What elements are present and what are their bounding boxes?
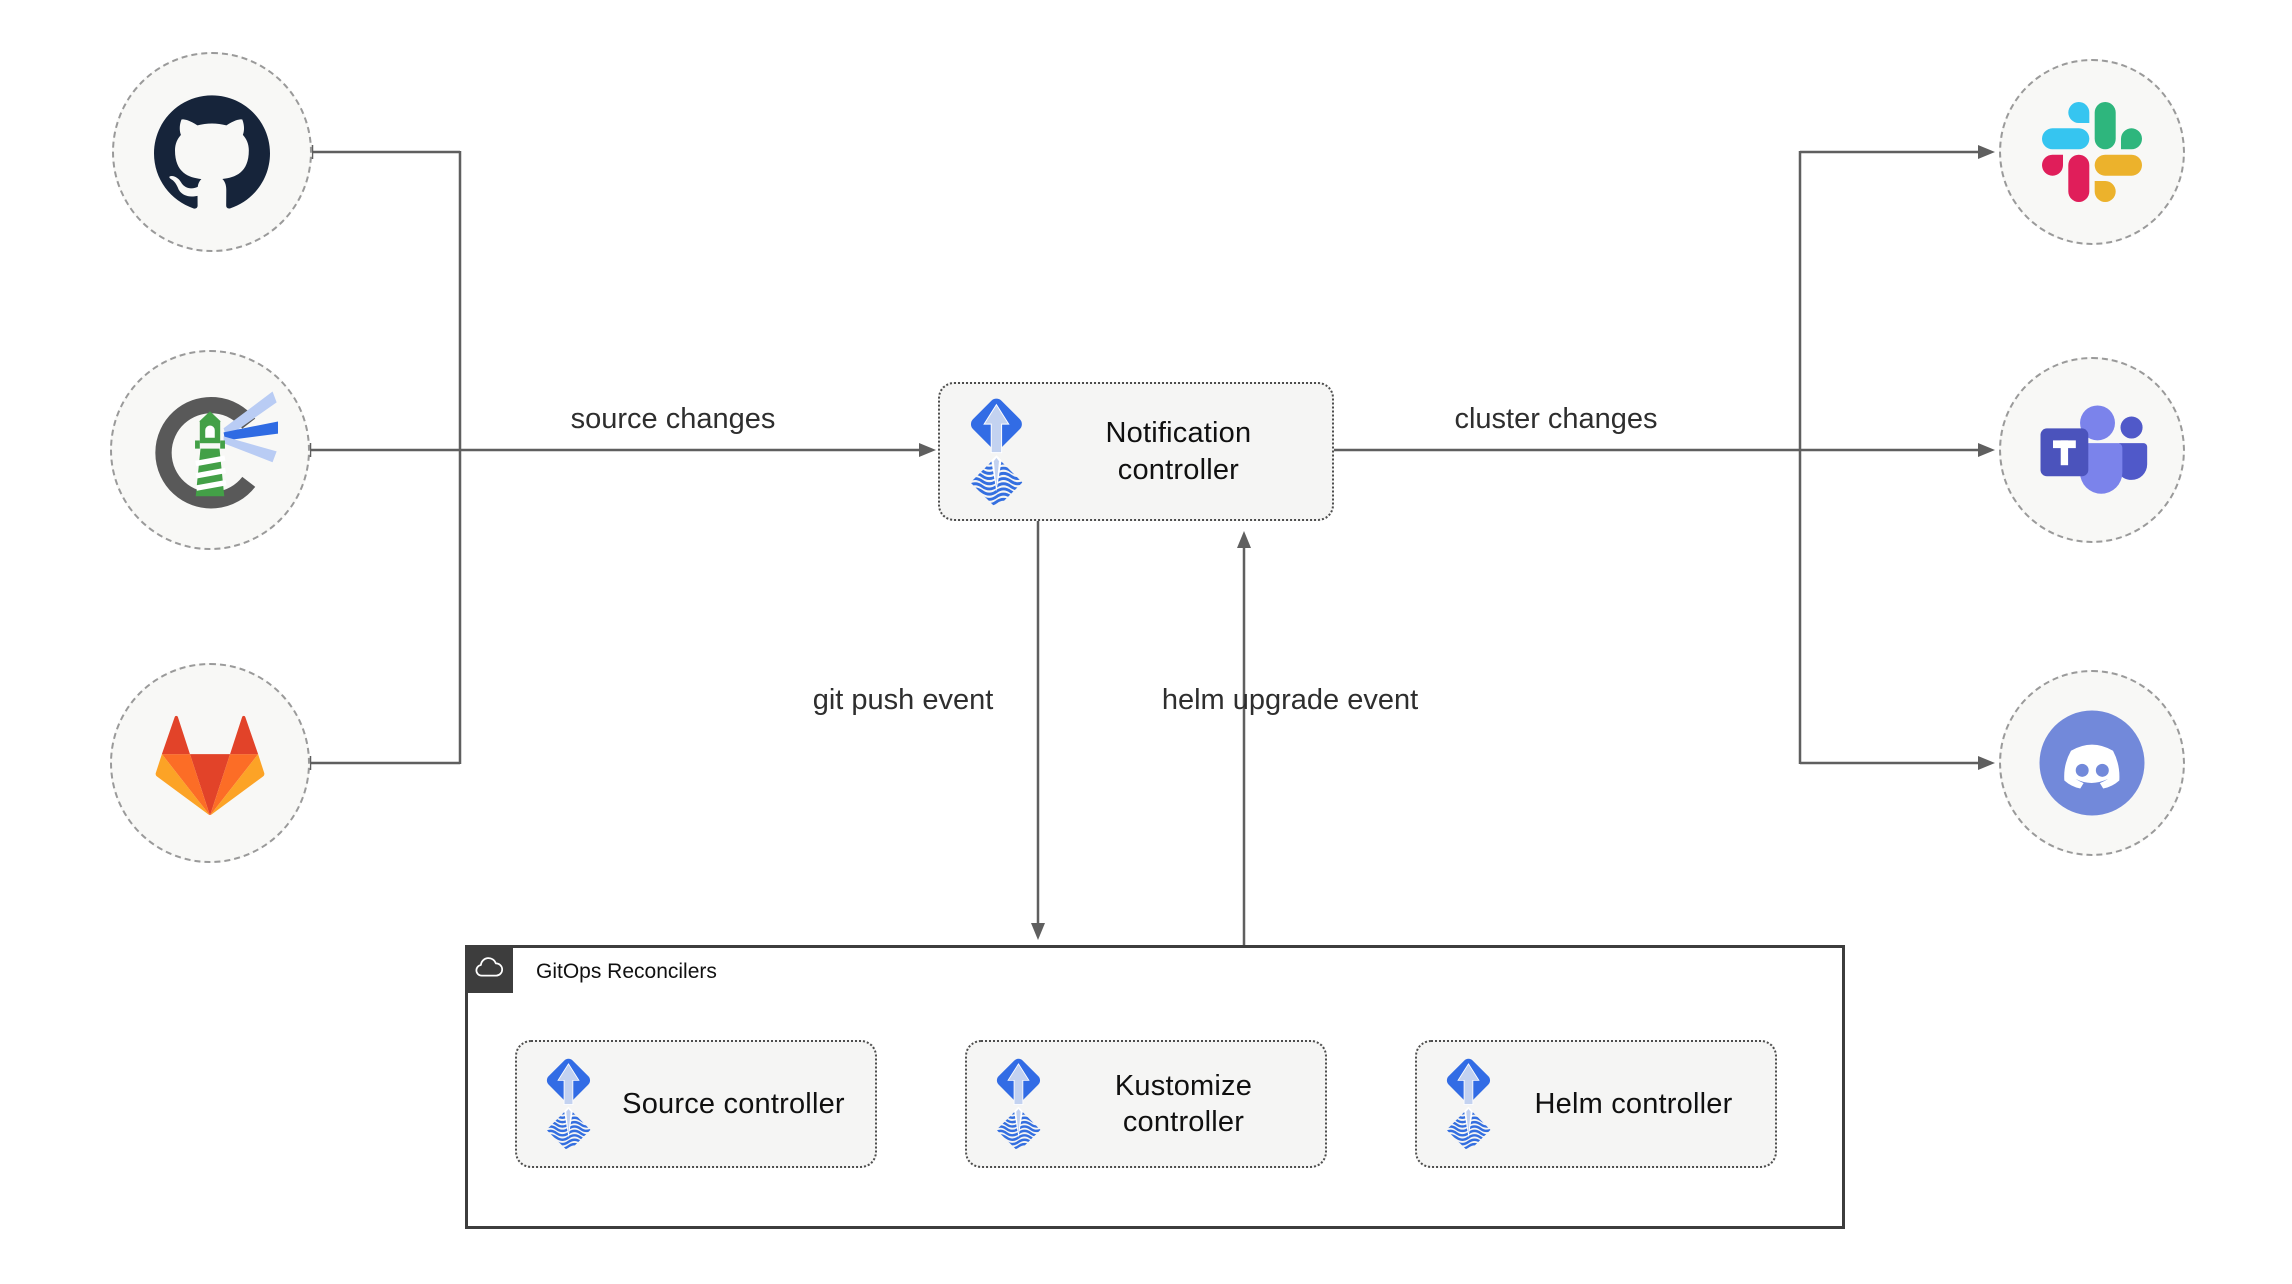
source-node-gitlab — [110, 663, 310, 863]
flux-icon — [996, 1058, 1041, 1150]
edge-label-helm-upgrade-event: helm upgrade event — [1161, 684, 1419, 716]
edge-label-cluster-changes: cluster changes — [1454, 403, 1658, 435]
edge-label-source-changes: source changes — [570, 403, 776, 435]
node-helm-controller: Helm controller — [1415, 1040, 1777, 1168]
flux-icon — [1441, 1054, 1496, 1154]
arrowhead-teams — [1978, 443, 1995, 457]
arrowhead-slack — [1978, 145, 1995, 159]
gitlab-icon — [154, 712, 266, 815]
node-kustomize-controller: Kustomize controller — [965, 1040, 1327, 1168]
container-badge — [465, 945, 513, 993]
node-notification-controller: Notification controller — [938, 382, 1334, 521]
notifier-node-teams — [1999, 357, 2185, 543]
source-node-github — [112, 52, 312, 252]
edge-label-git-push-event: git push event — [812, 684, 994, 716]
flux-icon — [546, 1058, 591, 1150]
notification-controller-label: Notification controller — [1105, 417, 1252, 486]
source-controller-label: Source controller — [622, 1087, 845, 1120]
flux-icon — [970, 398, 1023, 506]
container-title: GitOps Reconcilers — [536, 960, 717, 983]
slack-icon — [2042, 102, 2142, 202]
arrowhead-notification — [919, 443, 936, 457]
flux-icon — [541, 1054, 596, 1154]
kustomize-controller-label: Kustomize controller — [1114, 1069, 1253, 1138]
flux-icon — [991, 1054, 1046, 1154]
github-icon — [154, 94, 270, 210]
arrowhead-git-push — [1031, 923, 1045, 940]
notifier-node-slack — [1999, 59, 2185, 245]
flux-icon — [1446, 1058, 1491, 1150]
flux-icon — [964, 393, 1029, 511]
teams-icon — [2033, 399, 2151, 502]
discord-icon — [2036, 707, 2148, 819]
cloud-icon — [473, 954, 505, 985]
notifier-node-discord — [1999, 670, 2185, 856]
source-node-harbor — [110, 350, 310, 550]
node-source-controller: Source controller — [515, 1040, 877, 1168]
arrowhead-helm-upgrade — [1237, 531, 1251, 548]
helm-controller-label: Helm controller — [1534, 1087, 1733, 1120]
arrowhead-discord — [1978, 756, 1995, 770]
harbor-icon — [142, 382, 278, 518]
